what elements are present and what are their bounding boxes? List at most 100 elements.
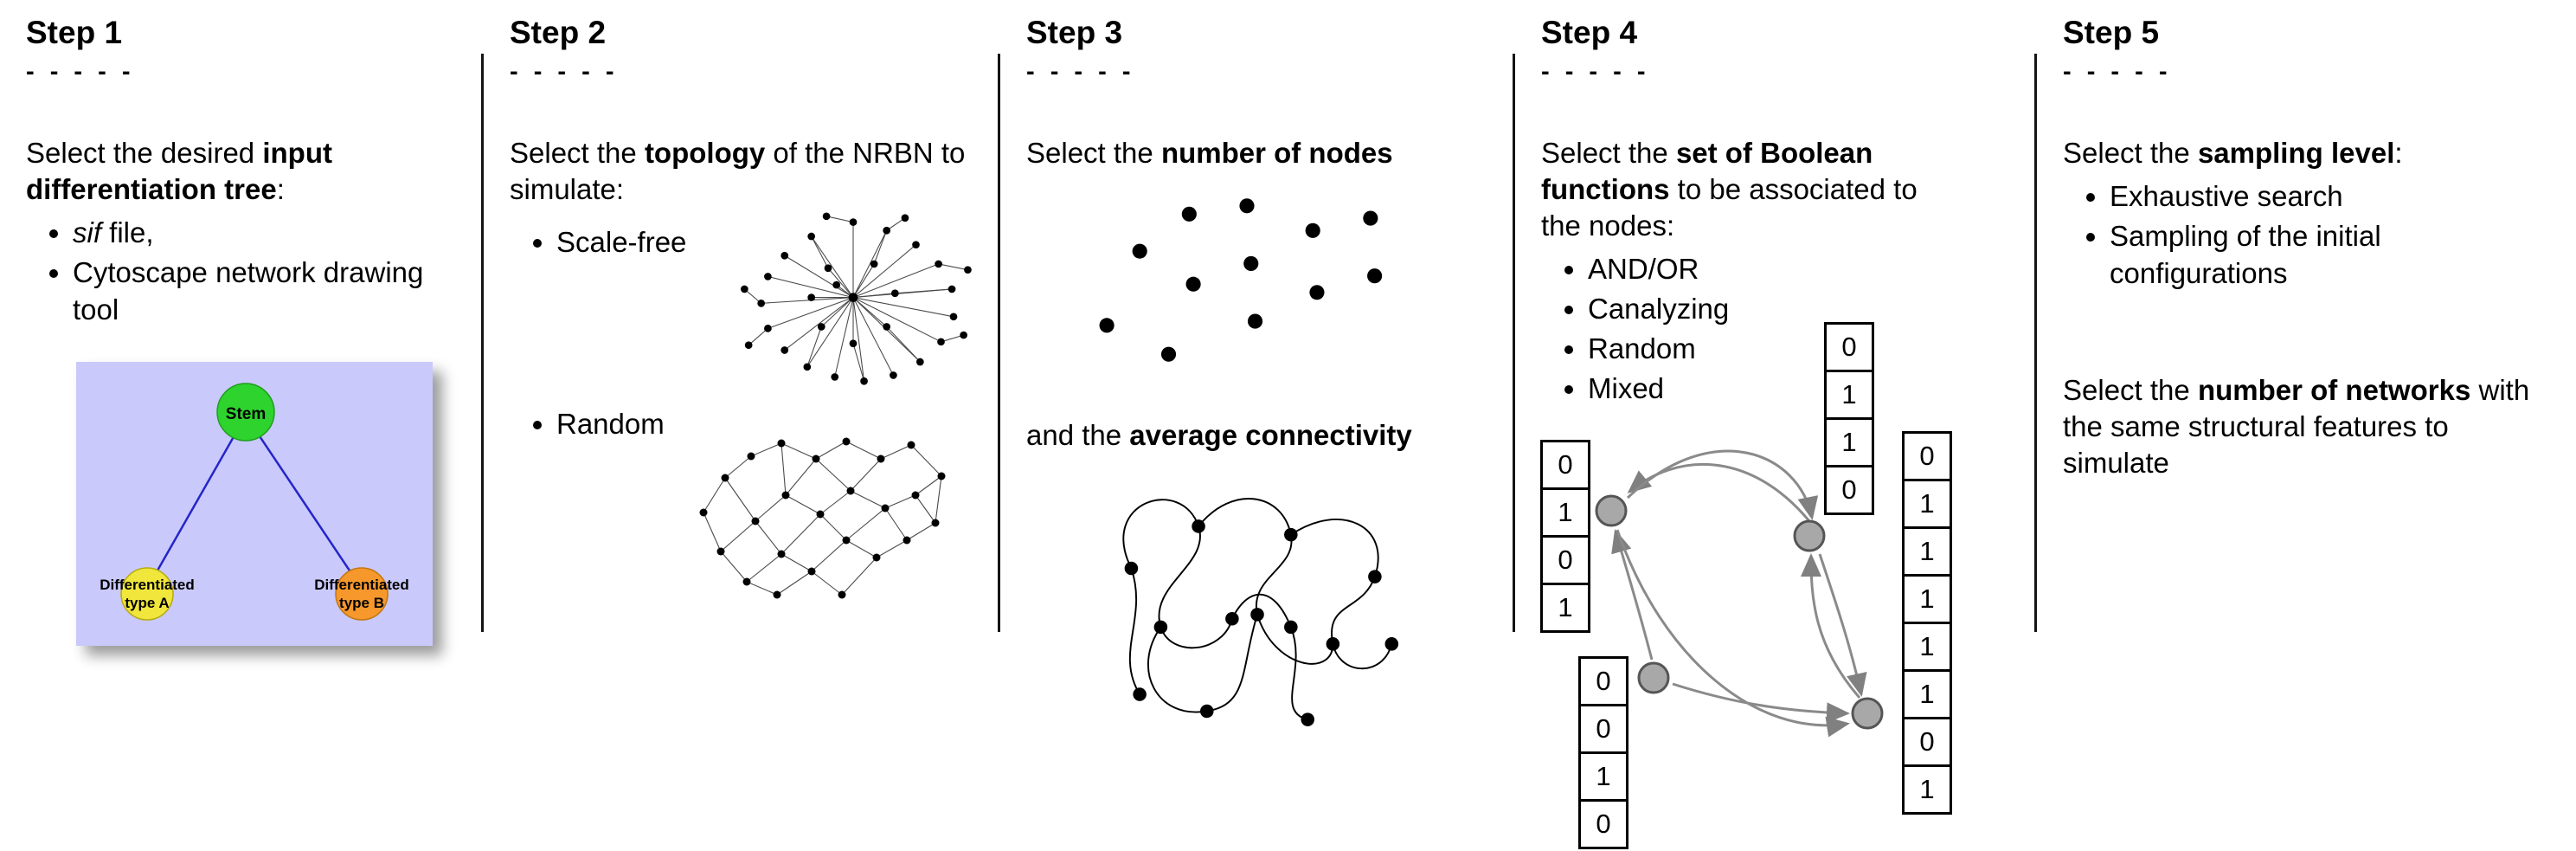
step2-column: Step 2 - - - - - Select the topology of …: [484, 0, 998, 851]
step5-title: Step 5: [2063, 15, 2160, 50]
scatter-dots: [1099, 198, 1383, 362]
step1-bullet-list: sif file, Cytoscape network drawing tool: [26, 215, 476, 329]
truth-table-cell: 1: [1902, 574, 1952, 624]
truth-table-cell: 0: [1902, 431, 1952, 481]
differentiation-tree-svg: Stem Differentiated type A Differentiate…: [100, 383, 409, 621]
truth-table-cell: 0: [1578, 704, 1628, 754]
step5-intro-post: :: [2394, 136, 2403, 169]
truth-table-cell: 0: [1540, 440, 1590, 490]
step4-bullet-list: AND/OR Canalyzing Random Mixed: [1541, 251, 2029, 408]
step4-bullet-random: Random: [1588, 331, 2029, 368]
step1-column: Step 1 - - - - - Select the desired inpu…: [0, 0, 481, 851]
step5-intro: Select the sampling level:: [2063, 135, 2544, 171]
truth-table-cell: 0: [1540, 535, 1590, 585]
column-divider-4: [2034, 54, 2037, 632]
connectivity-tangle-figure: [1122, 498, 1399, 727]
step4-bullet-mixed: Mixed: [1588, 371, 2029, 408]
step1-dashes: - - - - -: [26, 57, 135, 86]
scale-free-row: Scale-free: [510, 212, 992, 390]
step3-title: Step 3: [1026, 15, 1123, 50]
step5-bullet-sampling: Sampling of the initial configurations: [2110, 218, 2544, 293]
step1-bullet-cytoscape: Cytoscape network drawing tool: [73, 255, 476, 329]
step3-column: Step 3 - - - - - Select the number of no…: [1000, 0, 1513, 851]
truth-table-cell: 1: [1540, 487, 1590, 538]
step2-intro-bold: topology: [644, 136, 766, 169]
step4-title: Step 4: [1541, 15, 1638, 50]
step5-column: Step 5 - - - - - Select the sampling lev…: [2037, 0, 2549, 851]
truth-table-cell: 1: [1902, 622, 1952, 672]
step5-para2-bold: number of networks: [2197, 373, 2471, 406]
truth-table-cell: 1: [1824, 370, 1874, 420]
stem-node-label: Stem: [226, 405, 266, 423]
boolean-node-3: [1637, 661, 1670, 694]
type-b-label-line1: Differentiated: [314, 577, 409, 593]
step1-title: Step 1: [26, 15, 123, 50]
step5-para2-post: with the same structural features to sim…: [2063, 373, 2530, 480]
step3-line2: and the average connectivity: [1026, 417, 1507, 454]
step3-dashes: - - - - -: [1026, 57, 1135, 86]
step3-line2-bold: average connectivity: [1129, 418, 1412, 451]
differentiation-tree-figure: Stem Differentiated type A Differentiate…: [76, 361, 433, 646]
truth-table-cell: 1: [1824, 417, 1874, 467]
step2-bullet-scale-free: Scale-free: [556, 224, 686, 261]
step5-bullet-list: Exhaustive search Sampling of the initia…: [2063, 178, 2544, 293]
step5-para2-pre: Select the: [2063, 373, 2198, 406]
step2-intro-post: of the NRBN to simulate:: [510, 136, 966, 205]
step5-intro-bold: sampling level: [2197, 136, 2395, 169]
truth-table-cell: 0: [1578, 799, 1628, 849]
step2-title: Step 2: [510, 15, 607, 50]
step2-intro-pre: Select the: [510, 136, 645, 169]
step1-intro: Select the desired input differentiation…: [26, 135, 476, 208]
truth-table-cell: 1: [1578, 751, 1628, 802]
truth-table-bottom: 0 0 1 0: [1578, 656, 1628, 849]
truth-table-cell: 0: [1902, 717, 1952, 767]
boolean-node-4: [1851, 697, 1884, 730]
boolean-node-2: [1793, 519, 1826, 552]
step2-intro: Select the topology of the NRBN to simul…: [510, 135, 992, 208]
step1-bullet-sif-file: sif file,: [73, 215, 476, 252]
truth-table-cell: 0: [1578, 656, 1628, 706]
column-divider-1: [481, 54, 484, 632]
sif-file-rest: file,: [101, 216, 154, 249]
differentiated-type-a-node: [120, 567, 174, 621]
truth-table-cell: 0: [1824, 465, 1874, 515]
stem-node: [216, 383, 275, 442]
step4-intro-bold: set of Boolean functions: [1541, 136, 1873, 205]
type-a-label-line2: type A: [125, 595, 169, 611]
truth-table-cell: 0: [1824, 322, 1874, 372]
truth-table-cell: 1: [1540, 583, 1590, 633]
random-row: Random: [510, 403, 992, 612]
step4-intro-pre: Select the: [1541, 136, 1676, 169]
step4-intro-post: to be associated to the nodes:: [1541, 172, 1918, 242]
boolean-node-1: [1595, 494, 1628, 527]
type-a-label-line1: Differentiated: [100, 577, 195, 593]
step4-text-block: Step 4 - - - - - Select the set of Boole…: [1541, 15, 2029, 408]
truth-table-cell: 1: [1902, 479, 1952, 529]
random-edges: [703, 441, 942, 596]
column-divider-3: [1513, 54, 1515, 632]
differentiated-type-b-node: [335, 567, 389, 621]
step3-line1-bold: number of nodes: [1160, 136, 1393, 169]
truth-table-cell: 1: [1902, 669, 1952, 719]
step5-bullet-exhaustive: Exhaustive search: [2110, 178, 2544, 216]
truth-table-cell: 1: [1902, 764, 1952, 815]
step2-bullet-list-1: Scale-free: [510, 222, 686, 264]
step2-bullet-random: Random: [556, 406, 665, 443]
random-nodes: [699, 437, 946, 599]
scale-free-nodes: [740, 212, 972, 385]
step3-line1: Select the number of nodes: [1026, 135, 1507, 171]
step1-intro-pre: Select the desired: [26, 136, 263, 169]
step4-bullet-canalyzing: Canalyzing: [1588, 291, 2029, 328]
step1-intro-post: :: [276, 172, 285, 205]
step3-line2-pre: and the: [1026, 418, 1130, 451]
step4-dashes: - - - - -: [1541, 57, 1650, 86]
step2-bullet-list-2: Random: [510, 403, 665, 446]
truth-table-cell: 1: [1902, 526, 1952, 577]
boolean-network-nodes: [1595, 494, 1884, 730]
step1-intro-bold: input differentiation tree: [26, 136, 332, 205]
step5-dashes: - - - - -: [2063, 57, 2172, 86]
truth-table-right: 0 1 1 1 1 1 0 1: [1902, 431, 1952, 815]
truth-table-left: 0 1 0 1: [1540, 440, 1590, 633]
column-divider-2: [998, 54, 1000, 632]
